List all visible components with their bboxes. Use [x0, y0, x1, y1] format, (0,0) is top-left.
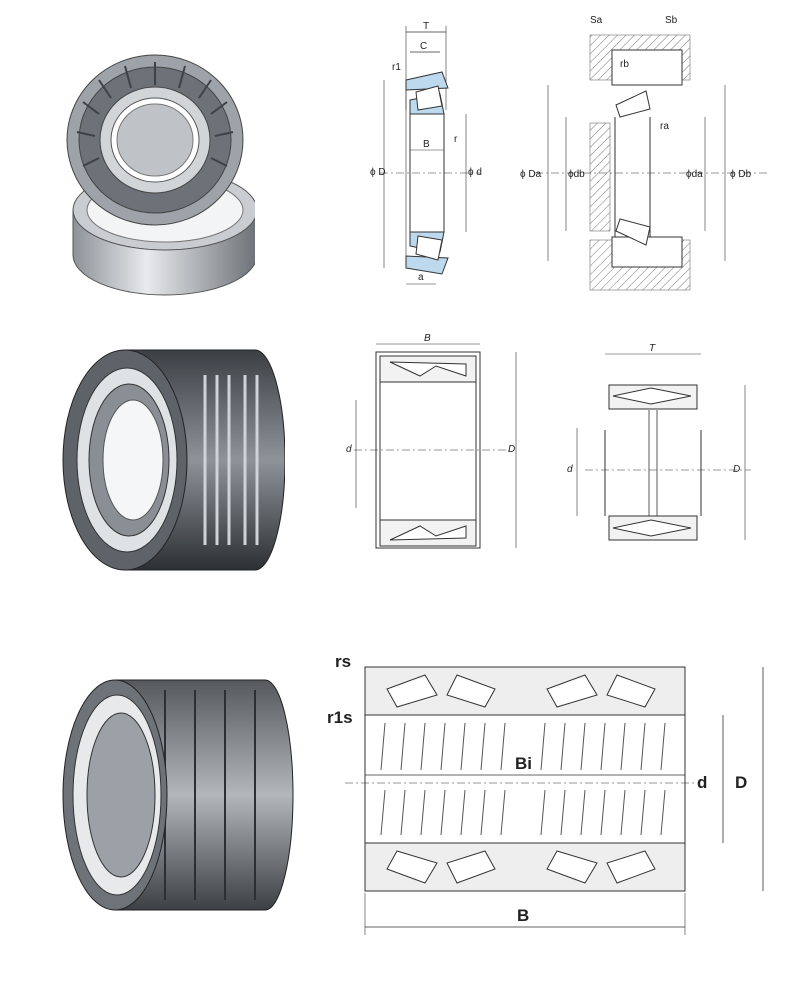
- label-r1s: r1s: [327, 708, 353, 727]
- four-row-tapered-roller-bearing-icon: [62, 679, 294, 911]
- label-d: d: [697, 773, 707, 792]
- label-ra: ra: [660, 121, 669, 132]
- row2-left-drawing: B d D: [340, 330, 530, 560]
- label-r: r: [454, 134, 458, 145]
- label-phi-D: ϕ D: [370, 167, 386, 178]
- label-phi-da: ϕda: [686, 169, 703, 180]
- roller-rows: [203, 375, 259, 545]
- label-Bi: Bi: [515, 754, 532, 773]
- label-phi-db: ϕdb: [568, 169, 585, 180]
- label-T: T: [423, 21, 429, 32]
- label-phi-Db: ϕ Db: [730, 169, 752, 180]
- label-D: D: [733, 464, 740, 475]
- label-D: D: [508, 444, 515, 455]
- row1-photo: [55, 40, 258, 300]
- roller-ring: [76, 62, 234, 167]
- bottom-rollers: [386, 850, 656, 884]
- top-rollers: [386, 674, 656, 708]
- label-a: a: [418, 272, 424, 283]
- label-T: T: [649, 343, 656, 354]
- label-C: C: [420, 41, 427, 52]
- label-D: D: [735, 773, 747, 792]
- row1-mounting-drawing: Sa Sb rb ra ϕ Da ϕdb ϕda ϕ Db: [520, 5, 780, 300]
- row3-drawing: rs r1s: [325, 645, 780, 945]
- label-Sb: Sb: [665, 15, 678, 26]
- label-rb: rb: [620, 59, 629, 70]
- label-B: B: [424, 333, 431, 344]
- inner-ring-hatching: [380, 722, 666, 836]
- row2-photo: [55, 335, 286, 585]
- label-phi-Da: ϕ Da: [520, 169, 542, 180]
- row1-section-drawing: T C r1 B r ϕ D ϕ d a: [370, 10, 500, 300]
- label-d: d: [346, 444, 352, 455]
- double-row-tapered-roller-bearing-icon: [62, 349, 286, 571]
- single-row-tapered-roller-bearing-icon: [66, 54, 258, 296]
- label-Sa: Sa: [590, 15, 603, 26]
- row2-right-drawing: T d D: [565, 340, 765, 560]
- label-B: B: [423, 139, 430, 150]
- label-phi-d: ϕ d: [468, 167, 482, 178]
- label-B: B: [517, 906, 529, 925]
- row3-photo: [55, 670, 295, 920]
- label-r1: r1: [392, 62, 401, 73]
- label-rs: rs: [335, 652, 351, 671]
- label-d: d: [567, 464, 573, 475]
